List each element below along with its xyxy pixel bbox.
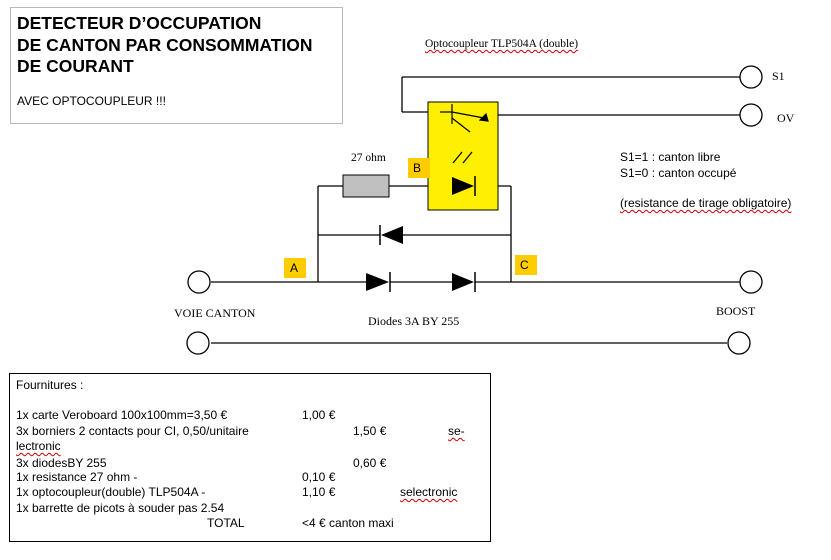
title-line-2: DE CANTON PAR CONSOMMATION [17, 35, 313, 55]
point-a-label: A [290, 261, 299, 275]
reverse-diode-symbol [379, 225, 403, 245]
title-line-3: DE COURANT [17, 56, 134, 76]
point-c-marker [515, 255, 537, 275]
diodes-label: Diodes 3A BY 255 [368, 314, 460, 328]
supply-row-2-item: 3x borniers 2 contacts pour CI, 0,50/uni… [16, 424, 249, 438]
supply-row-2b-item: lectronic [16, 439, 61, 453]
terminal-s1-circle [739, 65, 763, 89]
terminal-0v-circle [739, 103, 763, 127]
led-diode-symbol [452, 176, 476, 196]
point-a-marker [284, 258, 306, 278]
supply-row-2-price: 1,50 € [353, 424, 387, 438]
terminal-0v-label: OV [777, 111, 795, 125]
supply-row-3-item: 3x diodesBY 255 [16, 456, 107, 470]
note-line-1: S1=1 : canton libre [620, 150, 721, 164]
supply-row-3-price: 0,60 € [353, 456, 387, 470]
supply-row-6-item: 1x barrette de picots à souder pas 2.54 [16, 501, 225, 515]
supply-row-4-item: 1x resistance 27 ohm - [16, 470, 138, 484]
supply-row-5-note: selectronic [400, 485, 458, 499]
series-diode-1-symbol [366, 272, 391, 292]
terminal-boost-rail-circle [727, 331, 751, 355]
terminal-s1-label: S1 [772, 69, 785, 83]
phototransistor-symbol [440, 104, 489, 164]
total-label: TOTAL [207, 516, 245, 530]
supplies-heading: Fournitures : [16, 378, 84, 392]
point-b-marker [408, 158, 430, 178]
terminal-boost-label: BOOST [716, 304, 756, 318]
supply-row-2-note: se- [448, 424, 465, 438]
supply-row-4-price: 0,10 € [302, 470, 336, 484]
terminal-voie-circle [187, 270, 211, 294]
supply-row-1-item: 1x carte Veroboard 100x100mm=3,50 € [16, 408, 228, 422]
subtitle: AVEC OPTOCOUPLEUR !!! [17, 94, 166, 108]
point-c-label: C [520, 258, 529, 272]
supplies-box: Fournitures : 1x carte Veroboard 100x100… [9, 373, 491, 542]
terminal-voie-rail-circle [186, 331, 210, 355]
title-box: DETECTEUR D’OCCUPATION DE CANTON PAR CON… [10, 7, 343, 124]
note-line-3: (resistance de tirage obligatoire) [620, 196, 792, 210]
resistor-27-ohm [342, 174, 390, 198]
point-b-label: B [413, 161, 422, 175]
optocoupler-label: Optocoupleur TLP504A (double) [425, 38, 579, 50]
terminal-voie-label: VOIE CANTON [174, 306, 256, 320]
supply-row-5-price: 1,10 € [302, 485, 336, 499]
supply-row-5-item: 1x optocoupleur(double) TLP504A - [16, 485, 206, 499]
supply-row-1-price: 1,00 € [302, 408, 336, 422]
total-value: <4 € canton maxi [302, 516, 394, 530]
note-line-2: S1=0 : canton occupé [620, 166, 737, 180]
circuit-diagram [186, 65, 763, 355]
series-diode-2-symbol [452, 272, 476, 292]
terminal-boost-circle [739, 270, 763, 294]
resistor-label: 27 ohm [351, 152, 386, 164]
title-line-1: DETECTEUR D’OCCUPATION [17, 13, 262, 33]
